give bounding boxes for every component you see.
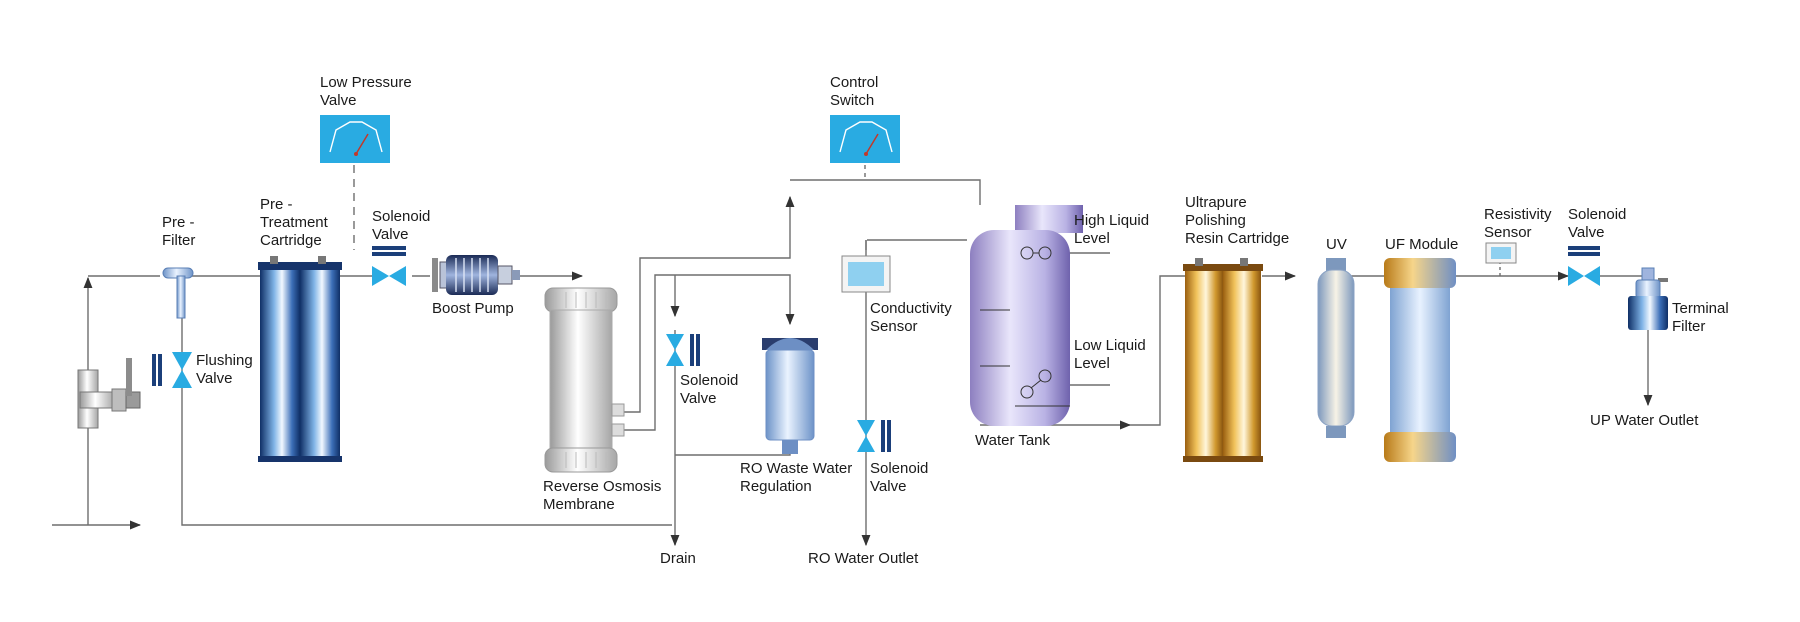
label-solenoid-valve-2: Solenoid Valve xyxy=(680,372,739,407)
label-terminal-filter: Terminal Filter xyxy=(1672,300,1729,335)
boost-pump xyxy=(432,255,520,295)
solenoid-valve-3-icon xyxy=(857,420,891,452)
solenoid-valve-2-icon xyxy=(666,334,700,366)
conductivity-sensor xyxy=(841,255,891,293)
label-resistivity-sensor: Resistivity Sensor xyxy=(1484,206,1552,241)
label-solenoid-valve-3: Solenoid Valve xyxy=(870,460,929,495)
low-pressure-gauge xyxy=(320,115,390,163)
label-low-liquid-level: Low Liquid Level xyxy=(1074,337,1146,372)
label-water-tank: Water Tank xyxy=(975,432,1051,449)
label-uf-module: UF Module xyxy=(1385,236,1459,253)
label-ro-membrane: Reverse Osmosis Membrane xyxy=(543,478,662,513)
label-ultrapure-cartridge: Ultrapure Polishing Resin Cartridge xyxy=(1185,194,1290,247)
ultrapure-cartridge xyxy=(1183,258,1263,462)
uv-sterilizer xyxy=(1317,258,1355,438)
label-flushing-valve: Flushing Valve xyxy=(196,352,253,387)
label-pretreatment-cartridge: Pre - Treatment Cartridge xyxy=(260,196,328,249)
inlet-ball-valve xyxy=(77,358,141,429)
label-uv: UV xyxy=(1326,236,1347,253)
pretreatment-cartridge xyxy=(258,256,342,462)
uf-module xyxy=(1384,258,1456,462)
label-ro-waste-regulation: RO Waste Water Regulation xyxy=(740,460,853,495)
solenoid-valve-1-icon xyxy=(372,246,406,286)
solenoid-valve-4-icon xyxy=(1568,246,1600,286)
label-control-switch: Control Switch xyxy=(830,74,879,109)
label-conductivity-sensor: Conductivity Sensor xyxy=(870,300,952,335)
control-switch-gauge xyxy=(830,115,900,163)
label-ro-water-outlet: RO Water Outlet xyxy=(808,550,919,567)
water-tank xyxy=(970,205,1083,426)
ro-waste-regulator xyxy=(762,338,818,454)
terminal-filter xyxy=(1628,267,1668,330)
label-boost-pump: Boost Pump xyxy=(432,300,514,317)
label-solenoid-valve-4: Solenoid Valve xyxy=(1568,206,1627,241)
label-up-water-outlet: UP Water Outlet xyxy=(1590,412,1699,429)
resistivity-sensor xyxy=(1485,242,1517,264)
ro-membrane xyxy=(544,287,625,473)
label-pre-filter: Pre - Filter xyxy=(162,214,196,249)
flushing-valve-icon xyxy=(152,352,192,388)
pre-filter xyxy=(162,267,194,319)
label-high-liquid-level: High Liquid Level xyxy=(1074,212,1150,247)
label-solenoid-valve-1: Solenoid Valve xyxy=(372,208,431,243)
label-drain: Drain xyxy=(660,550,696,567)
label-low-pressure-valve: Low Pressure Valve xyxy=(320,74,412,109)
